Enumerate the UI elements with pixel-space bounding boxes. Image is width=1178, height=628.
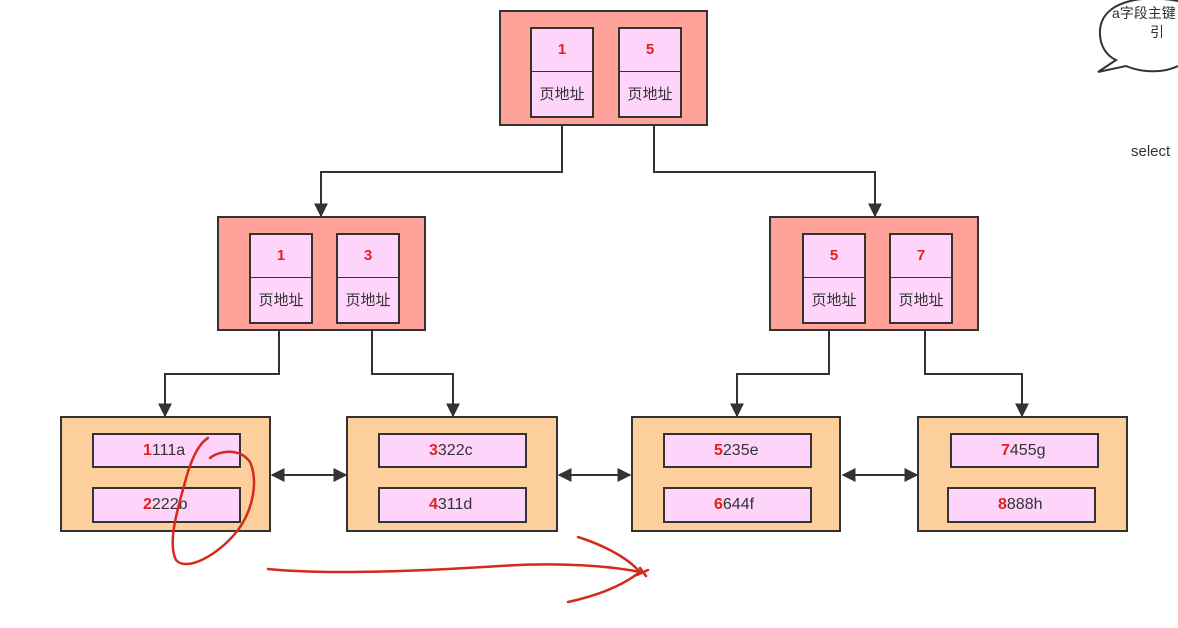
row-key: 3 xyxy=(429,441,438,459)
speech-bubble-text: a字段主键 引 xyxy=(1112,4,1178,42)
key-value: 1 xyxy=(557,41,567,58)
edge-right-leaf4 xyxy=(924,330,1029,418)
edge-root-right xyxy=(653,126,882,218)
row-values: 311d xyxy=(437,496,473,513)
row-values: 322c xyxy=(437,441,473,459)
key-value: 1 xyxy=(276,247,286,264)
edge-left-leaf1 xyxy=(158,330,280,418)
root-key-cell: 5 页地址 xyxy=(618,27,682,118)
freehand-loop xyxy=(171,436,256,566)
freehand-arrow-line xyxy=(266,563,642,574)
row-values: 235e xyxy=(722,441,759,459)
internal-key-cell: 3 页地址 xyxy=(336,233,400,324)
edge-left-leaf2 xyxy=(371,330,460,418)
freehand-arrow-head xyxy=(566,535,642,604)
page-address-label: 页地址 xyxy=(811,291,857,309)
edge-right-leaf3 xyxy=(730,330,830,418)
page-address-label: 页地址 xyxy=(627,85,673,103)
row-key: 7 xyxy=(1001,441,1010,459)
key-value: 5 xyxy=(829,247,839,264)
row-key: 8 xyxy=(998,496,1007,513)
row-values: 888h xyxy=(1006,496,1043,513)
page-address-label: 页地址 xyxy=(898,291,944,309)
page-address-label: 页地址 xyxy=(345,291,391,309)
internal-node-right: 5 页地址 7 页地址 xyxy=(769,216,979,331)
row-key: 6 xyxy=(714,496,723,513)
bubble-line: 引 xyxy=(1150,24,1164,40)
key-value: 5 xyxy=(645,41,655,58)
row-key: 2 xyxy=(143,496,152,513)
root-node: 1 页地址 5 页地址 xyxy=(499,10,708,126)
key-value: 3 xyxy=(363,247,373,264)
speech-bubble xyxy=(1097,0,1178,73)
page-address-label: 页地址 xyxy=(539,85,585,103)
key-value: 7 xyxy=(916,247,926,264)
row-values: 644f xyxy=(722,496,755,513)
page-address-label: 页地址 xyxy=(258,291,304,309)
bubble-line: a字段主键 xyxy=(1112,5,1176,21)
row-key: 1 xyxy=(143,441,152,459)
side-label: select xyxy=(1131,143,1171,160)
edge-root-left xyxy=(314,126,563,218)
internal-key-cell: 5 页地址 xyxy=(802,233,866,324)
internal-node-left: 1 页地址 3 页地址 xyxy=(217,216,426,331)
internal-key-cell: 7 页地址 xyxy=(889,233,953,324)
row-key: 5 xyxy=(714,441,723,459)
row-key: 4 xyxy=(429,496,438,513)
row-values: 455g xyxy=(1009,441,1046,459)
root-key-cell: 1 页地址 xyxy=(530,27,594,118)
freehand-tick xyxy=(635,566,650,578)
row-values: 111a xyxy=(151,441,186,459)
internal-key-cell: 1 页地址 xyxy=(249,233,313,324)
